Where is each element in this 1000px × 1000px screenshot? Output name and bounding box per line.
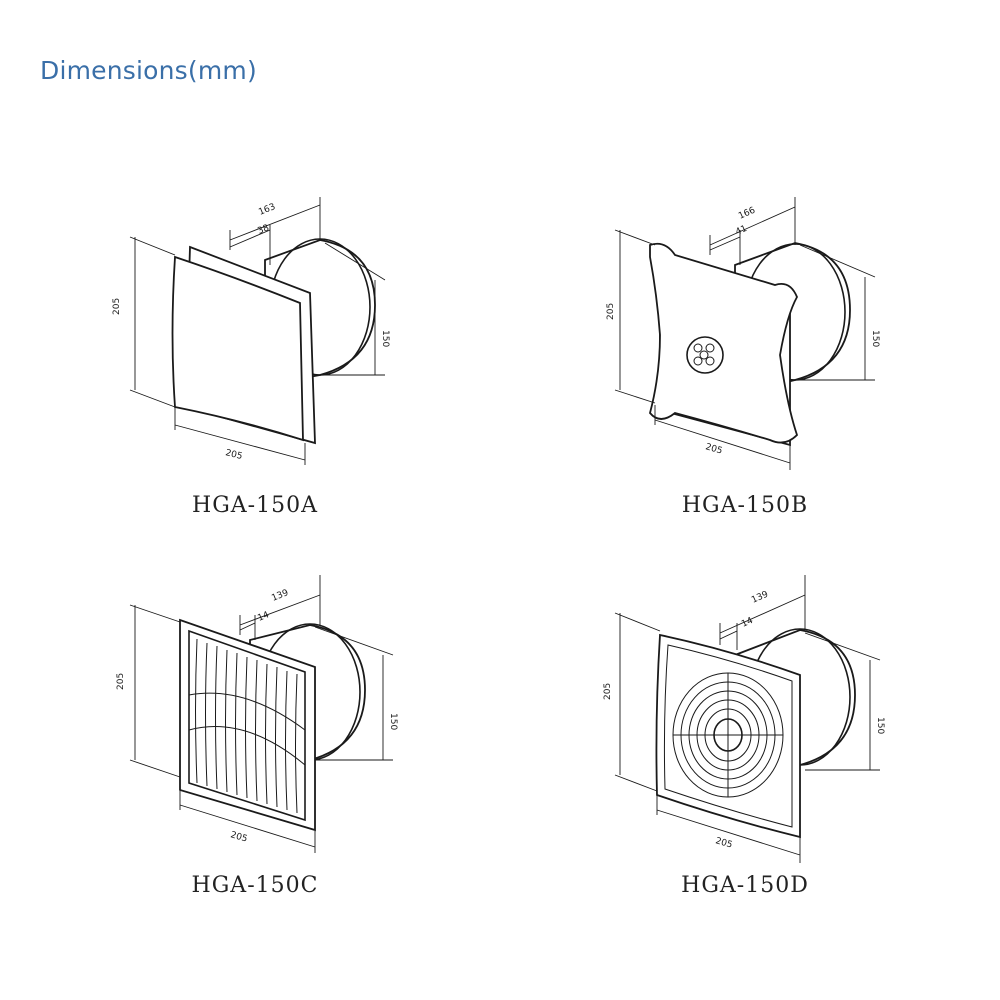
width-label: 205: [704, 442, 723, 456]
front-panel: [171, 255, 304, 442]
light-dot: [693, 343, 703, 353]
louver-slats: [195, 638, 298, 814]
product-drawing-hga-150c: 205 205 139 14 150 HGA-150C: [75, 565, 435, 925]
height-dimension-line: [614, 229, 656, 404]
height-dimension-line: [614, 612, 661, 792]
width-dimension-line: [174, 407, 306, 465]
duct-label: 150: [875, 717, 885, 734]
front-depth-dimension-line: [709, 230, 741, 265]
depth-label: 139: [750, 590, 770, 606]
light-cluster: [686, 336, 724, 374]
duct-dimension-line: [804, 632, 881, 771]
light-dot: [705, 343, 715, 353]
product-drawing-hga-150b: 205 205 166 41 150 HGA-150B: [565, 185, 925, 545]
duct-dimension-line: [799, 244, 876, 381]
height-label: 205: [116, 673, 126, 690]
model-label: HGA-150D: [681, 873, 809, 898]
grille-inner-frame: [188, 629, 306, 822]
height-label: 205: [606, 303, 616, 320]
fan-drawing-b: 205 205 166 41 150: [606, 197, 880, 470]
light-dot: [699, 350, 709, 360]
width-label: 205: [714, 836, 733, 850]
panel-bevel: [663, 644, 793, 828]
depth-dimension-line: [239, 575, 321, 635]
model-label: HGA-150C: [191, 873, 319, 898]
fan-drawing-d: 205 205 139 14 150: [603, 575, 885, 863]
grille-frame: [179, 618, 316, 832]
width-label: 205: [229, 830, 248, 844]
model-label: HGA-150A: [192, 493, 318, 518]
front-depth-label: 41: [734, 224, 749, 238]
front-depth-label: 14: [740, 616, 755, 630]
light-dot: [693, 356, 703, 366]
duct-dimension-line: [314, 626, 394, 761]
duct-label: 150: [870, 330, 880, 347]
width-dimension-line: [656, 795, 801, 863]
height-dimension-line: [129, 236, 176, 408]
round-guard-grille: [672, 672, 784, 798]
light-dot: [705, 356, 715, 366]
depth-label: 139: [270, 588, 290, 604]
guard-hub: [713, 718, 743, 752]
front-depth-dimension-line: [239, 615, 256, 640]
depth-label: 166: [737, 206, 757, 222]
product-drawing-hga-150a: 205 205 163 38 150 HGA-150A: [75, 185, 435, 545]
louver-shadow: [188, 692, 306, 766]
front-depth-label: 14: [256, 610, 271, 624]
width-dimension-line: [654, 405, 791, 470]
height-label: 205: [112, 298, 122, 315]
duct-label: 150: [380, 330, 390, 347]
fan-drawing-c: 205 205 139 14 150: [116, 575, 398, 853]
duct-label: 150: [388, 713, 398, 730]
width-dimension-line: [179, 791, 316, 853]
product-drawing-hga-150d: 205 205 139 14 150 HGA-150D: [565, 565, 925, 925]
star-grille: [649, 242, 799, 444]
duct-dimension-line: [324, 242, 386, 376]
front-depth-dimension-line: [719, 623, 738, 650]
height-label: 205: [603, 683, 613, 700]
depth-dimension-line: [719, 575, 806, 645]
depth-dimension-line: [709, 197, 796, 255]
page-title: Dimensions(mm): [40, 56, 257, 85]
front-depth-dimension-line: [229, 225, 271, 265]
height-dimension-line: [129, 604, 181, 778]
depth-label: 163: [257, 202, 277, 218]
width-label: 205: [224, 448, 243, 462]
fan-drawing-a: 205 205 163 38 150: [112, 197, 390, 465]
model-label: HGA-150B: [681, 493, 809, 518]
front-depth-label: 38: [256, 223, 271, 237]
